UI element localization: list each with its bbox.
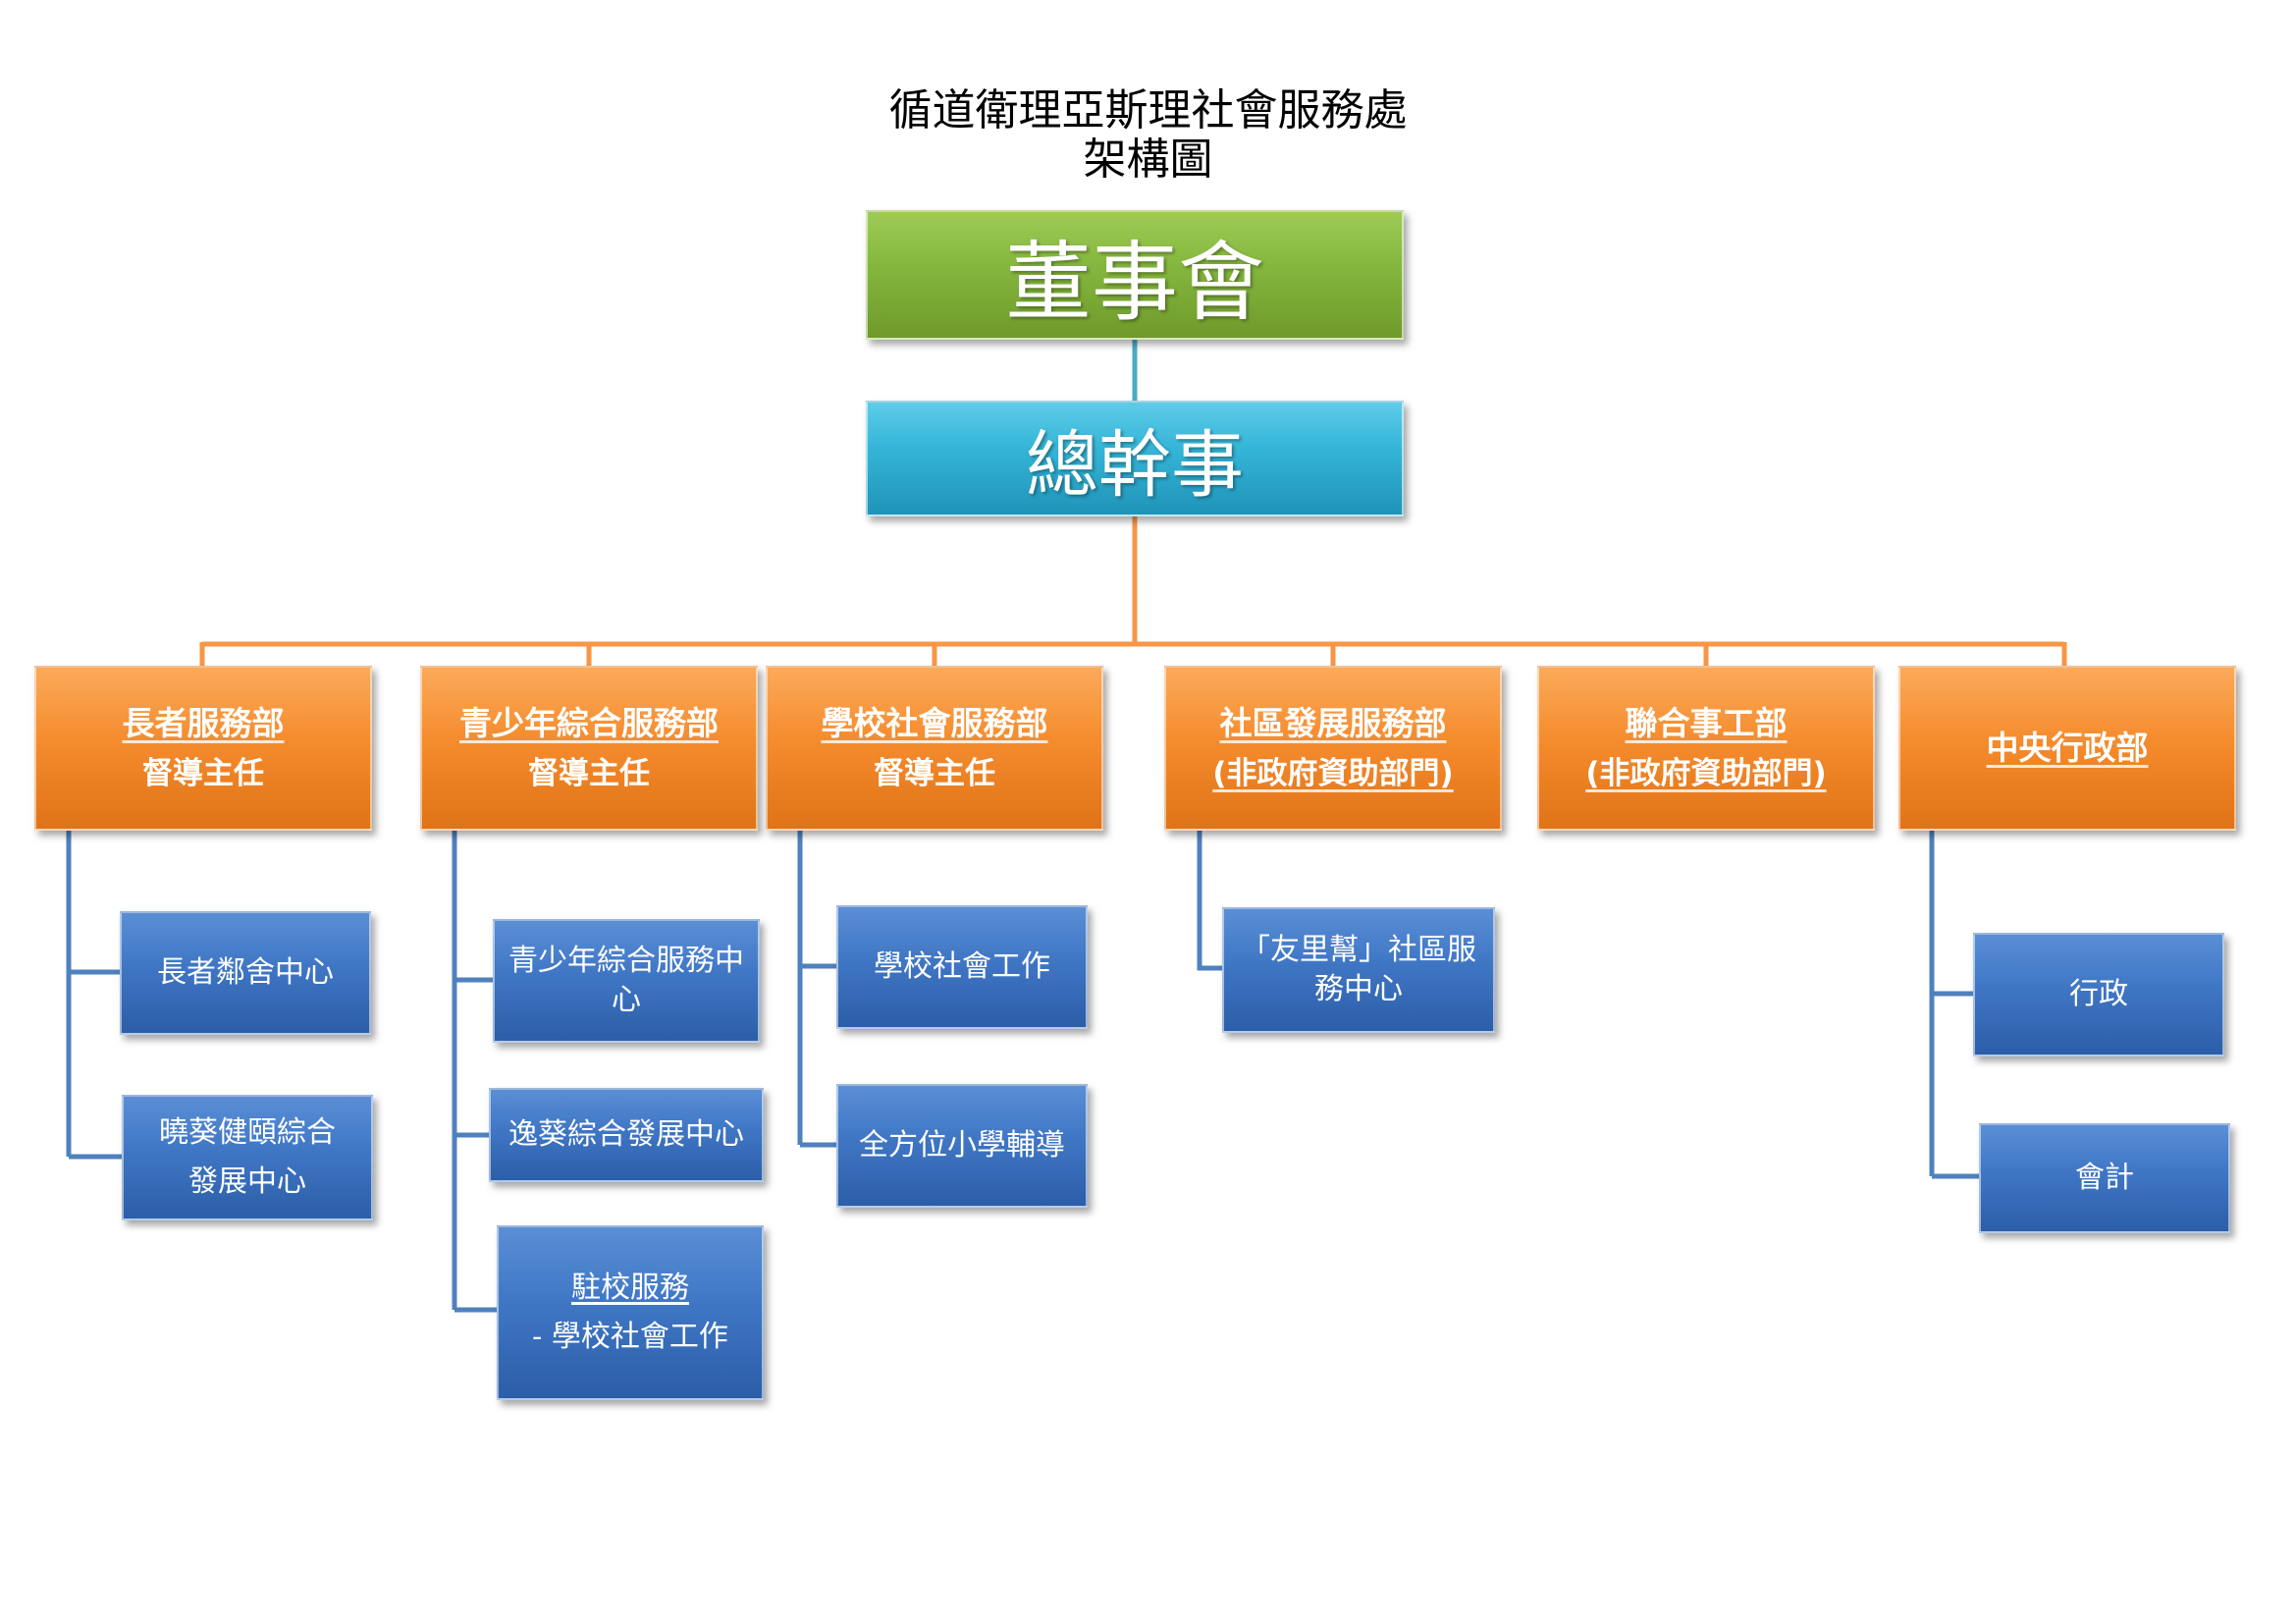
unit-label: 駐校服務 [571, 1271, 689, 1305]
director-label: 總幹事 [1026, 422, 1244, 508]
unit-label: 「友里幫」社區服 [1241, 933, 1476, 967]
department-name: 中央行政部 [1986, 729, 2149, 767]
department-central-admin: 中央行政部 [1898, 666, 2236, 831]
unit-box: 會計 [1979, 1123, 2230, 1233]
chart-subtitle: 架構圖 [1083, 135, 1213, 185]
dept1-unit-connectors [66, 831, 122, 1160]
unit-label: 發展中心 [188, 1164, 306, 1199]
unit-label: 長者鄰舍中心 [157, 955, 334, 990]
unit-label: 心 [612, 983, 641, 1017]
board-box: 董事會 [866, 210, 1404, 340]
unit-box: 「友里幫」社區服 務中心 [1222, 907, 1495, 1033]
department-youth: 青少年綜合服務部 督導主任 [420, 666, 758, 831]
department-community: 社區發展服務部 (非政府資助部門) [1164, 666, 1502, 831]
dept6-unit-connectors [1929, 831, 1979, 1179]
unit-box: 長者鄰舍中心 [120, 911, 371, 1035]
department-subtitle: 督導主任 [874, 756, 995, 791]
department-name: 社區發展服務部 [1219, 704, 1447, 742]
department-name: 長者服務部 [122, 704, 285, 742]
chart-title: 循道衛理亞斯理社會服務處 [888, 85, 1408, 135]
unit-label: 務中心 [1314, 972, 1403, 1006]
unit-label: 行政 [2069, 977, 2128, 1011]
department-subtitle: 督導主任 [528, 756, 650, 791]
department-subtitle: 督導主任 [142, 756, 264, 791]
unit-label: 學校社會工作 [874, 949, 1050, 984]
unit-box: 逸葵綜合發展中心 [489, 1088, 764, 1182]
unit-label: 全方位小學輔導 [859, 1128, 1065, 1163]
unit-box: 青少年綜合服務中 心 [493, 919, 760, 1043]
unit-box: 學校社會工作 [836, 905, 1088, 1029]
department-school: 學校社會服務部 督導主任 [766, 666, 1103, 831]
department-name: 聯合事工部 [1625, 704, 1788, 742]
unit-box: 行政 [1973, 933, 2224, 1056]
unit-label: 逸葵綜合發展中心 [508, 1117, 744, 1152]
unit-label: 曉葵健頤綜合 [159, 1115, 336, 1150]
unit-box: 曉葵健頤綜合 發展中心 [122, 1095, 373, 1220]
dept3-unit-connectors [797, 831, 836, 1148]
director-box: 總幹事 [866, 401, 1404, 516]
department-name: 學校社會服務部 [821, 704, 1048, 742]
department-subtitle: (非政府資助部門) [1212, 756, 1454, 791]
department-elderly: 長者服務部 督導主任 [34, 666, 372, 831]
unit-label: 會計 [2075, 1161, 2134, 1195]
unit-box: 全方位小學輔導 [836, 1084, 1088, 1208]
department-name: 青少年綜合服務部 [459, 704, 719, 742]
unit-box: 駐校服務 - 學校社會工作 [497, 1225, 764, 1400]
unit-label: 青少年綜合服務中 [508, 944, 744, 978]
dept4-unit-connectors [1197, 831, 1222, 971]
board-label: 董事會 [1004, 231, 1264, 333]
department-subtitle: (非政府資助部門) [1585, 756, 1827, 791]
unit-label: - 學校社會工作 [532, 1320, 728, 1354]
department-joint-ministry: 聯合事工部 (非政府資助部門) [1537, 666, 1875, 831]
dept2-unit-connectors [452, 831, 497, 1313]
